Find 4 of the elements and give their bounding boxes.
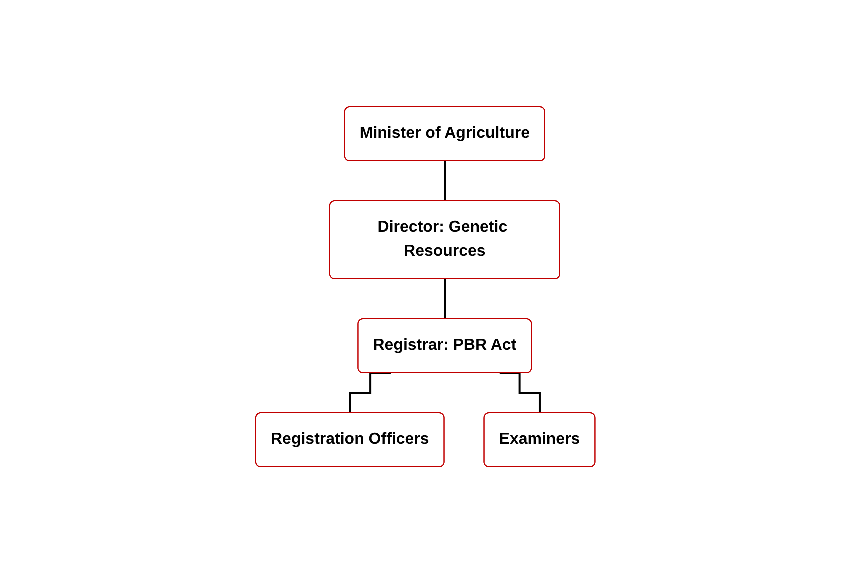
connector bbox=[500, 372, 542, 414]
connector bbox=[444, 278, 446, 320]
connector bbox=[349, 372, 391, 414]
connector bbox=[444, 160, 446, 202]
